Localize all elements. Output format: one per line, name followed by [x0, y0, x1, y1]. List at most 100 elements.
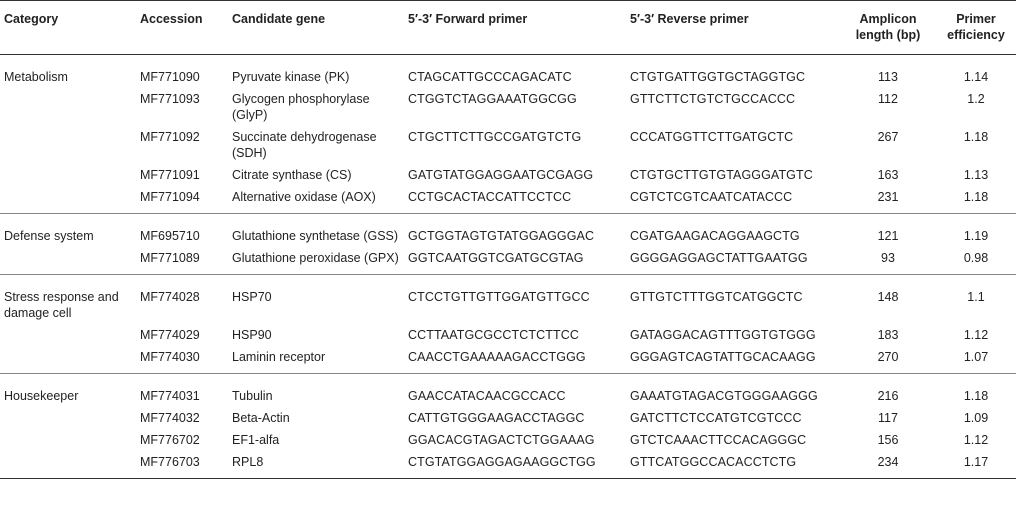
reverse-cell: GAAATGTAGACGTGGGAAGGG [630, 389, 818, 403]
amplicon-cell: 234 [840, 451, 936, 479]
gene-cell: Tubulin [232, 389, 273, 403]
amplicon-cell: 113 [878, 70, 898, 84]
reverse-cell: CTGTGCTTGTGTAGGGATGTC [630, 168, 813, 182]
category-cell: Housekeeper [4, 389, 79, 403]
gene-cell: Succinate dehydrogenase (SDH) [232, 130, 377, 160]
forward-cell: CAACCTGAAAAAGACCTGGG [404, 346, 626, 374]
amplicon-cell: 148 [877, 290, 899, 304]
header-gene: Candidate gene [228, 0, 404, 55]
accession-cell: MF771092 [140, 130, 200, 144]
table-body: Metabolism MF771090 Pyruvate kinase (PK) CT… [0, 55, 1016, 479]
accession-cell: MF776702 [140, 433, 200, 447]
forward-cell: CTAGCATTGCCCAGACATC [408, 70, 572, 84]
amplicon-cell: 231 [840, 186, 936, 214]
table-row: MF774029 HSP90 CCTTAATGCGCCTCTCTTCC GATAGGA… [0, 324, 1016, 346]
amplicon-cell: 93 [840, 247, 936, 275]
amplicon-cell: 156 [877, 433, 899, 447]
reverse-cell: GTCTCAAACTTCCACAGGGC [630, 433, 807, 447]
efficiency-cell: 1.09 [963, 411, 989, 425]
category-cell [0, 324, 136, 346]
category-cell [0, 247, 136, 275]
forward-cell: GGACACGTAGACTCTGGAAAG [408, 433, 595, 447]
reverse-cell: CGATGAAGACAGGAAGCTG [630, 229, 800, 243]
reverse-cell: CTGTGATTGGTGCTAGGTGC [630, 70, 806, 84]
accession-cell: MF774029 [140, 328, 200, 342]
category-cell [0, 88, 136, 126]
gene-cell: EF1-alfa [232, 433, 280, 447]
accession-cell: MF771090 [140, 70, 200, 84]
forward-cell: GATGTATGGAGGAATGCGAGG [408, 168, 594, 182]
amplicon-cell: 163 [877, 168, 899, 182]
forward-cell: CTCCTGTTGTTGGATGTTGCC [408, 290, 590, 304]
forward-cell: GGTCAATGGTCGATGCGTAG [404, 247, 626, 275]
reverse-cell: GGGAGTCAGTATTGCACAAGG [626, 346, 840, 374]
table-row: Stress response and damage cell MF774028 H… [0, 275, 1016, 325]
reverse-cell: GTTCTTCTGTCTGCCACCC [630, 92, 796, 106]
category-cell: Stress response and damage cell [4, 290, 119, 320]
table-row: Defense system MF695710 Glutathione synthe… [0, 214, 1016, 248]
efficiency-cell: 1.18 [936, 186, 1016, 214]
amplicon-cell: 267 [877, 130, 899, 144]
forward-cell: CTGTATGGAGGAGAAGGCTGG [404, 451, 626, 479]
gene-cell: Glycogen phosphorylase (GlyP) [232, 92, 370, 122]
amplicon-cell: 121 [877, 229, 899, 243]
gene-cell: Laminin receptor [228, 346, 404, 374]
forward-cell: CTGCTTCTTGCCGATGTCTG [408, 130, 582, 144]
header-row: Category Accession Candidate gene 5′-3′ … [0, 0, 1016, 55]
amplicon-cell: 216 [877, 389, 899, 403]
category-cell [0, 164, 136, 186]
category-cell [0, 126, 136, 164]
efficiency-cell: 1.17 [936, 451, 1016, 479]
accession-cell: MF776703 [136, 451, 228, 479]
primer-table: Category Accession Candidate gene 5′-3′ … [0, 0, 1016, 479]
accession-cell: MF774030 [136, 346, 228, 374]
efficiency-cell: 1.1 [967, 290, 985, 304]
category-cell [0, 346, 136, 374]
reverse-cell: CCCATGGTTCTTGATGCTC [630, 130, 794, 144]
efficiency-cell: 1.13 [963, 168, 989, 182]
category-cell: Defense system [4, 229, 94, 243]
forward-cell: CTGGTCTAGGAAATGGCGG [408, 92, 577, 106]
forward-cell: CCTTAATGCGCCTCTCTTCC [408, 328, 579, 342]
accession-cell: MF771089 [136, 247, 228, 275]
reverse-cell: GTTGTCTTTGGTCATGGCTC [630, 290, 803, 304]
gene-cell: Pyruvate kinase (PK) [232, 70, 350, 84]
accession-cell: MF771091 [140, 168, 200, 182]
forward-cell: GCTGGTAGTGTATGGAGGGAC [408, 229, 595, 243]
gene-cell: HSP70 [232, 290, 272, 304]
amplicon-cell: 112 [878, 92, 898, 106]
gene-cell: Glutathione synthetase (GSS) [232, 229, 399, 243]
header-accession: Accession [136, 0, 228, 55]
reverse-cell: CGTCTCGTCAATCATACCC [626, 186, 840, 214]
efficiency-cell: 0.98 [936, 247, 1016, 275]
accession-cell: MF771093 [140, 92, 200, 106]
table-row: Metabolism MF771090 Pyruvate kinase (PK) CT… [0, 55, 1016, 89]
accession-cell: MF774032 [140, 411, 200, 425]
forward-cell: GAACCATACAACGCCACC [408, 389, 566, 403]
gene-cell: RPL8 [228, 451, 404, 479]
header-efficiency: Primer efficiency [936, 0, 1016, 55]
header-forward: 5′-3′ Forward primer [404, 0, 626, 55]
reverse-cell: GTTCATGGCCACACCTCTG [626, 451, 840, 479]
accession-cell: MF774028 [140, 290, 200, 304]
reverse-cell: GATCTTCTCCATGTCGTCCC [630, 411, 802, 425]
amplicon-cell: 183 [877, 328, 899, 342]
category-cell: Metabolism [4, 70, 68, 84]
forward-cell: CATTGTGGGAAGACCTAGGC [408, 411, 585, 425]
table-row: MF771092 Succinate dehydrogenase (SDH) CTG… [0, 126, 1016, 164]
reverse-cell: GATAGGACAGTTTGGTGTGGG [630, 328, 816, 342]
forward-cell: CCTGCACTACCATTCCTCC [404, 186, 626, 214]
accession-cell: MF695710 [140, 229, 200, 243]
category-cell [0, 429, 136, 451]
efficiency-cell: 1.14 [963, 70, 989, 84]
gene-cell: Glutathione peroxidase (GPX) [228, 247, 404, 275]
efficiency-cell: 1.2 [967, 92, 985, 106]
category-cell [0, 451, 136, 479]
gene-cell: HSP90 [232, 328, 272, 342]
efficiency-cell: 1.18 [963, 389, 989, 403]
